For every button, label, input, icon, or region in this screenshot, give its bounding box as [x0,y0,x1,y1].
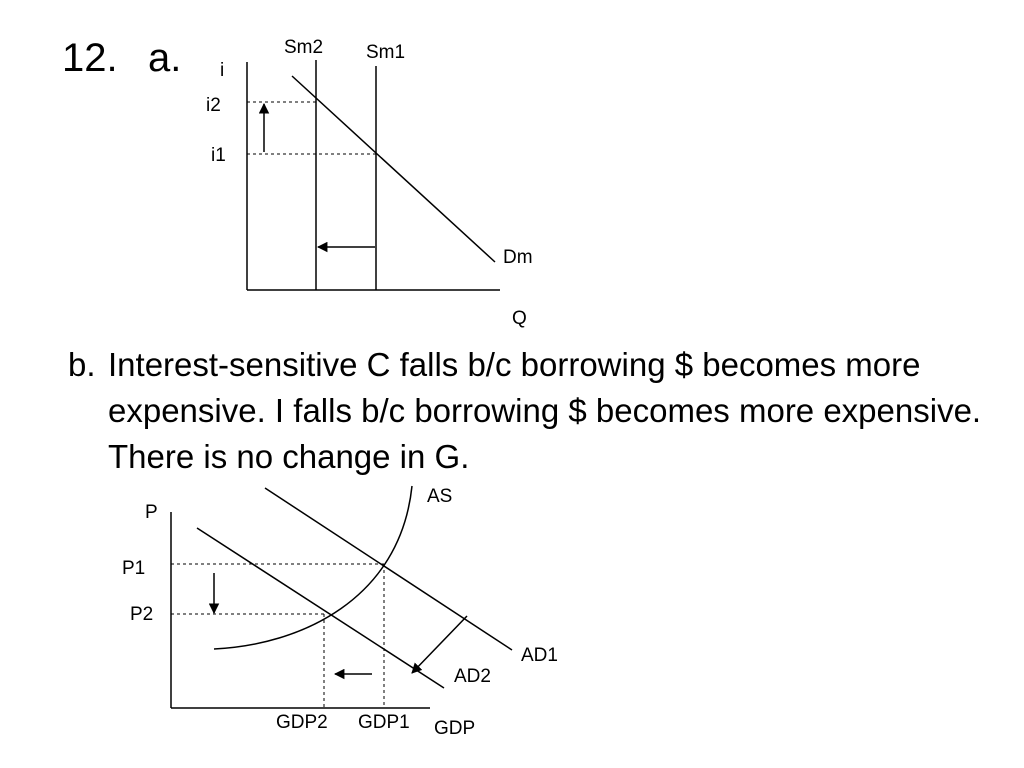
gdp1-label: GDP1 [358,712,410,733]
question-number: 12. a. [62,38,181,78]
part-b-label: b. [68,346,96,383]
i2-label: i2 [206,95,221,116]
dm-label: Dm [503,247,533,268]
ad-shift-arrow [411,615,468,674]
money-x-axis-label: Q [512,308,527,329]
as-label: AS [427,486,452,507]
gdp2-label: GDP2 [276,712,328,733]
ad1-line [264,487,513,651]
p2-label: P2 [130,604,153,625]
ad-as-diagram: P AS P1 P2 AD1 AD2 GDP2 GDP1 GDP [122,485,558,739]
dm-line [291,75,496,263]
i1-label: i1 [211,145,226,166]
gdp-axis-label: GDP [434,718,475,739]
price-axis-label: P [145,502,158,523]
part-b-paragraph: b. Interest-sensitive C falls b/c borrow… [68,342,1018,480]
ad1-label: AD1 [521,645,558,666]
as-curve [213,485,413,650]
part-a-label: a. [148,36,182,80]
ad2-label: AD2 [454,666,491,687]
question-number-text: 12. [62,36,118,80]
sm1-label: Sm1 [366,42,405,63]
sm2-label: Sm2 [284,37,323,58]
p1-label: P1 [122,558,145,579]
money-y-axis-label: i [220,60,224,81]
part-b-text: Interest-sensitive C falls b/c borrowing… [108,346,982,475]
ad2-line [196,527,445,689]
money-market-diagram: i Sm2 Sm1 i2 i1 Dm Q [206,37,533,329]
